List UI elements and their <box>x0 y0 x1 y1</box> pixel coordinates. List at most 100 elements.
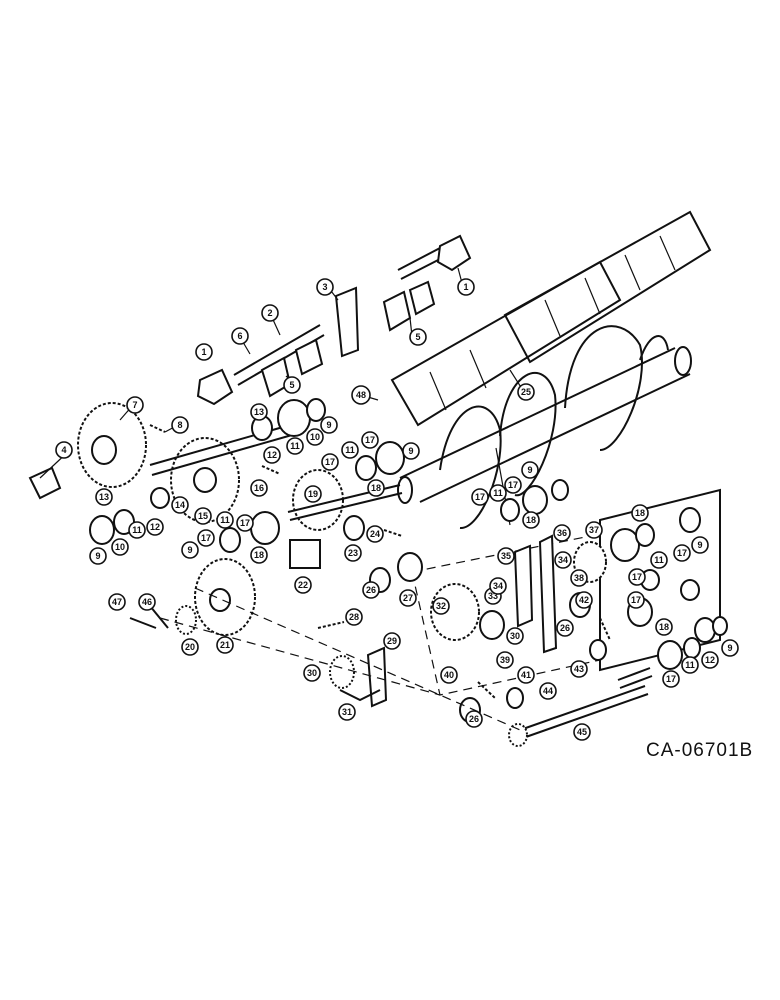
callout-17[interactable]: 17 <box>504 476 522 494</box>
callout-13[interactable]: 13 <box>95 488 113 506</box>
callout-11[interactable]: 11 <box>650 551 668 569</box>
callout-10[interactable]: 10 <box>306 428 324 446</box>
callout-17[interactable]: 17 <box>471 488 489 506</box>
callout-28[interactable]: 28 <box>345 608 363 626</box>
callout-47[interactable]: 47 <box>108 593 126 611</box>
callout-11[interactable]: 11 <box>341 441 359 459</box>
callout-39[interactable]: 39 <box>496 651 514 669</box>
callout-1[interactable]: 1 <box>195 343 213 361</box>
callout-34[interactable]: 34 <box>489 577 507 595</box>
callout-19[interactable]: 19 <box>304 485 322 503</box>
callout-15[interactable]: 15 <box>194 507 212 525</box>
callout-17[interactable]: 17 <box>628 568 646 586</box>
callout-37[interactable]: 37 <box>585 521 603 539</box>
callout-9[interactable]: 9 <box>691 536 709 554</box>
callout-12[interactable]: 12 <box>263 446 281 464</box>
callout-11[interactable]: 11 <box>128 521 146 539</box>
callout-30[interactable]: 30 <box>506 627 524 645</box>
idler-sprocket-30 <box>329 655 355 689</box>
svg-text:31: 31 <box>342 707 352 717</box>
callout-46[interactable]: 46 <box>138 593 156 611</box>
callout-24[interactable]: 24 <box>366 525 384 543</box>
svg-text:17: 17 <box>240 518 250 528</box>
callout-17[interactable]: 17 <box>321 453 339 471</box>
callout-11[interactable]: 11 <box>681 656 699 674</box>
right-ring-e <box>680 579 700 601</box>
sprocket-7-hub <box>91 435 117 465</box>
callout-42[interactable]: 42 <box>575 591 593 609</box>
callout-31[interactable]: 31 <box>338 703 356 721</box>
callout-4[interactable]: 4 <box>55 441 73 459</box>
callout-38[interactable]: 38 <box>570 569 588 587</box>
callout-11[interactable]: 11 <box>489 484 507 502</box>
svg-text:11: 11 <box>132 525 142 535</box>
svg-text:11: 11 <box>685 660 695 670</box>
callout-14[interactable]: 14 <box>171 496 189 514</box>
callout-32[interactable]: 32 <box>432 597 450 615</box>
callout-9[interactable]: 9 <box>89 547 107 565</box>
callout-1[interactable]: 1 <box>457 278 475 296</box>
callout-13[interactable]: 13 <box>250 403 268 421</box>
svg-text:17: 17 <box>631 595 641 605</box>
callout-21[interactable]: 21 <box>216 636 234 654</box>
callout-17[interactable]: 17 <box>361 431 379 449</box>
callout-3[interactable]: 3 <box>316 278 334 296</box>
flange-bearing-1-top <box>436 234 472 272</box>
callout-18[interactable]: 18 <box>522 511 540 529</box>
callout-40[interactable]: 40 <box>440 666 458 684</box>
callout-26[interactable]: 26 <box>556 619 574 637</box>
callout-12[interactable]: 12 <box>701 651 719 669</box>
callout-17[interactable]: 17 <box>673 544 691 562</box>
callout-17[interactable]: 17 <box>197 529 215 547</box>
callout-9[interactable]: 9 <box>402 442 420 460</box>
callout-9[interactable]: 9 <box>181 541 199 559</box>
callout-18[interactable]: 18 <box>655 618 673 636</box>
callout-20[interactable]: 20 <box>181 638 199 656</box>
callout-22[interactable]: 22 <box>294 576 312 594</box>
callout-5[interactable]: 5 <box>283 376 301 394</box>
callout-18[interactable]: 18 <box>367 479 385 497</box>
callout-6[interactable]: 6 <box>231 327 249 345</box>
callout-18[interactable]: 18 <box>631 504 649 522</box>
callout-45[interactable]: 45 <box>573 723 591 741</box>
callout-17[interactable]: 17 <box>662 670 680 688</box>
callout-9[interactable]: 9 <box>721 639 739 657</box>
bearing-ring-g <box>150 487 170 509</box>
flange-bearing-1-left <box>196 368 234 406</box>
callout-12[interactable]: 12 <box>146 518 164 536</box>
callout-43[interactable]: 43 <box>570 660 588 678</box>
callout-36[interactable]: 36 <box>553 524 571 542</box>
callout-11[interactable]: 11 <box>286 437 304 455</box>
callout-16[interactable]: 16 <box>250 479 268 497</box>
callout-27[interactable]: 27 <box>399 589 417 607</box>
callout-48[interactable]: 48 <box>351 385 371 405</box>
callout-8[interactable]: 8 <box>171 416 189 434</box>
callout-29[interactable]: 29 <box>383 632 401 650</box>
collar-43 <box>589 639 607 661</box>
callout-30[interactable]: 30 <box>303 664 321 682</box>
callout-41[interactable]: 41 <box>517 666 535 684</box>
callout-23[interactable]: 23 <box>344 544 362 562</box>
svg-text:43: 43 <box>574 664 584 674</box>
callout-26[interactable]: 26 <box>465 710 483 728</box>
callout-18[interactable]: 18 <box>250 546 268 564</box>
callout-7[interactable]: 7 <box>126 396 144 414</box>
lower-shafts <box>159 587 653 747</box>
callout-34[interactable]: 34 <box>554 551 572 569</box>
callout-35[interactable]: 35 <box>497 547 515 565</box>
callout-9[interactable]: 9 <box>320 416 338 434</box>
svg-text:19: 19 <box>308 489 318 499</box>
callout-9[interactable]: 9 <box>521 461 539 479</box>
svg-text:23: 23 <box>348 548 358 558</box>
callout-44[interactable]: 44 <box>539 682 557 700</box>
callout-26[interactable]: 26 <box>362 581 380 599</box>
callout-5[interactable]: 5 <box>409 328 427 346</box>
callout-17[interactable]: 17 <box>627 591 645 609</box>
callout-17[interactable]: 17 <box>236 514 254 532</box>
callout-11[interactable]: 11 <box>216 511 234 529</box>
spring-47 <box>129 617 157 629</box>
callout-2[interactable]: 2 <box>261 304 279 322</box>
callout-10[interactable]: 10 <box>111 538 129 556</box>
svg-text:46: 46 <box>142 597 152 607</box>
callout-25[interactable]: 25 <box>517 383 535 401</box>
